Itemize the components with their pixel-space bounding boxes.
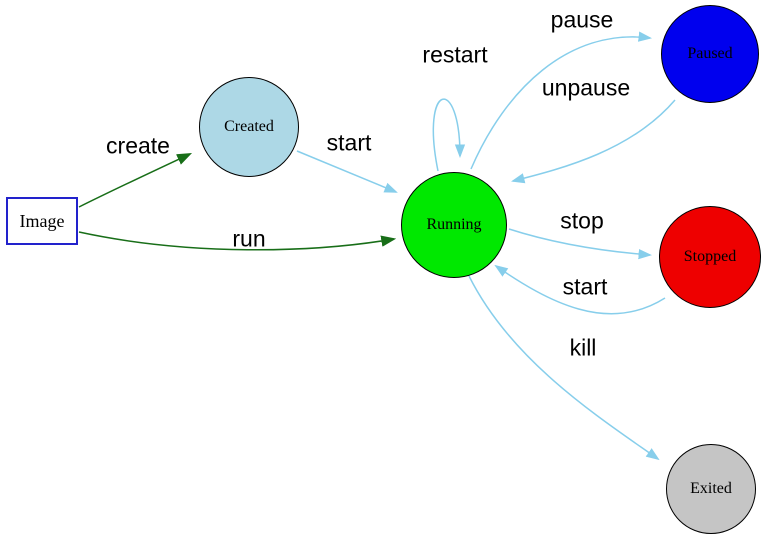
node-stopped: Stopped (659, 206, 761, 308)
edge-pause-arrow (470, 31, 653, 170)
node-paused: Paused (661, 5, 759, 103)
node-running: Running (401, 172, 507, 278)
edge-start-stopped-running-arrow (494, 264, 666, 315)
node-image: Image (6, 197, 78, 245)
edge-label-pause: pause (550, 6, 614, 33)
edge-label-kill: kill (569, 334, 597, 361)
node-running-label: Running (426, 216, 482, 233)
node-image-label: Image (19, 210, 65, 231)
edge-start-created-running-arrow (296, 150, 398, 193)
node-created: Created (199, 77, 299, 177)
edge-run-arrow (78, 231, 397, 251)
node-exited-label: Exited (690, 480, 732, 497)
edge-label-create: create (106, 132, 170, 159)
node-stopped-label: Stopped (683, 248, 737, 265)
edge-create-arrow (78, 153, 193, 208)
edge-unpause-arrow (511, 99, 676, 184)
edge-stop-arrow (508, 228, 653, 260)
edge-label-restart: restart (422, 41, 488, 68)
edge-restart-self-loop-arrow (432, 98, 466, 172)
node-created-label: Created (224, 118, 274, 135)
node-paused-label: Paused (687, 45, 733, 62)
edge-label-start-stopped-running: start (562, 273, 608, 300)
edge-label-unpause: unpause (541, 74, 631, 101)
edge-label-stop: stop (560, 207, 604, 234)
edge-label-run: run (232, 225, 266, 252)
edge-kill-arrow (468, 275, 660, 461)
edge-label-start-created-running: start (326, 129, 372, 156)
node-exited: Exited (666, 444, 756, 534)
